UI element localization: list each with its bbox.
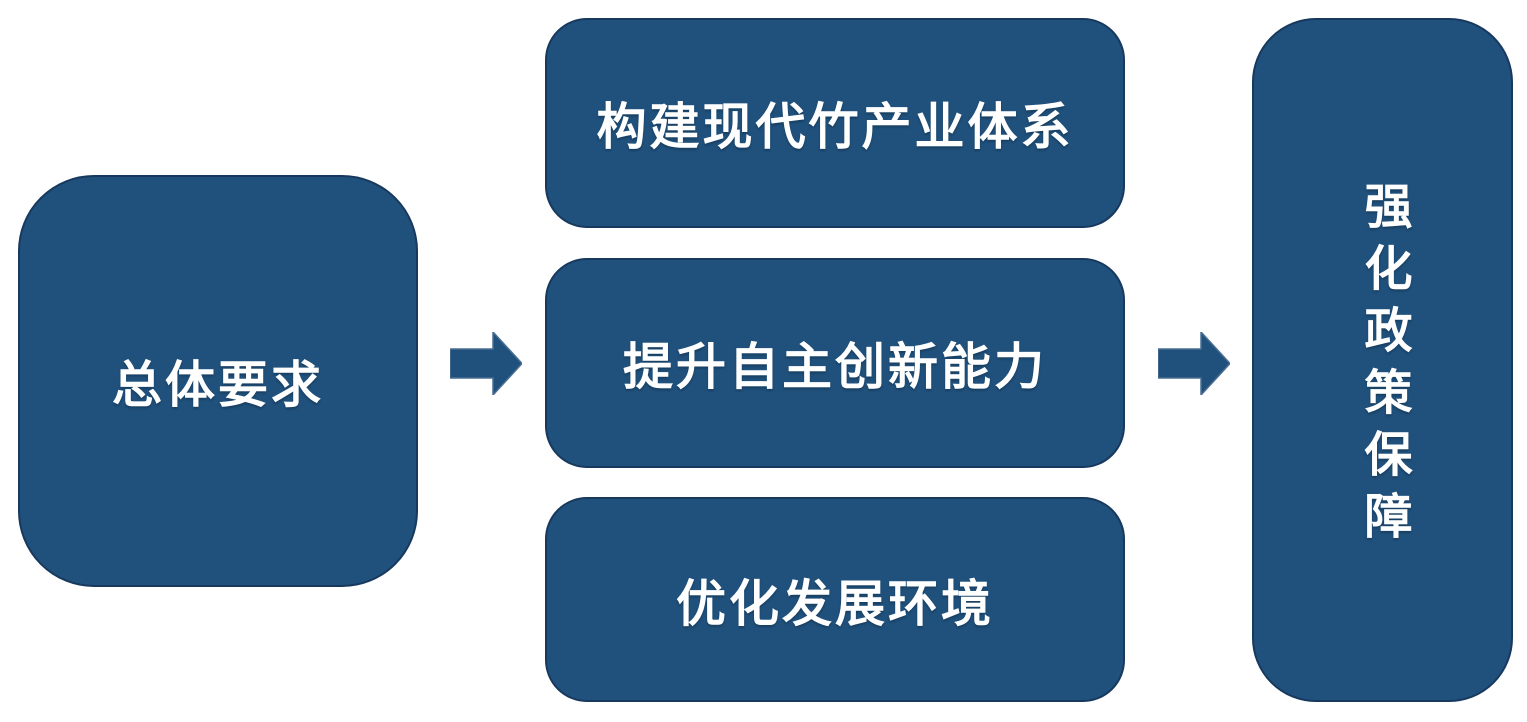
node-overall-requirements: 总体要求 [18,175,418,587]
right-arrow-shape [1158,332,1230,395]
right-arrow-icon [450,332,522,395]
node-strengthen-policy-guarantee: 强化政策保障 [1252,18,1513,702]
right-arrow-shape [450,332,522,395]
node-strengthen-policy-guarantee-label: 强化政策保障 [1356,181,1410,553]
node-build-modern-bamboo-industry-system: 构建现代竹产业体系 [545,18,1125,228]
node-build-modern-bamboo-industry-system-label: 构建现代竹产业体系 [596,99,1074,155]
node-enhance-independent-innovation-label: 提升自主创新能力 [623,339,1047,395]
right-arrow-icon [1158,332,1230,395]
node-optimize-development-environment-label: 优化发展环境 [676,575,994,632]
node-enhance-independent-innovation: 提升自主创新能力 [545,258,1125,468]
node-overall-requirements-label: 总体要求 [112,357,324,413]
node-optimize-development-environment: 优化发展环境 [545,497,1125,702]
